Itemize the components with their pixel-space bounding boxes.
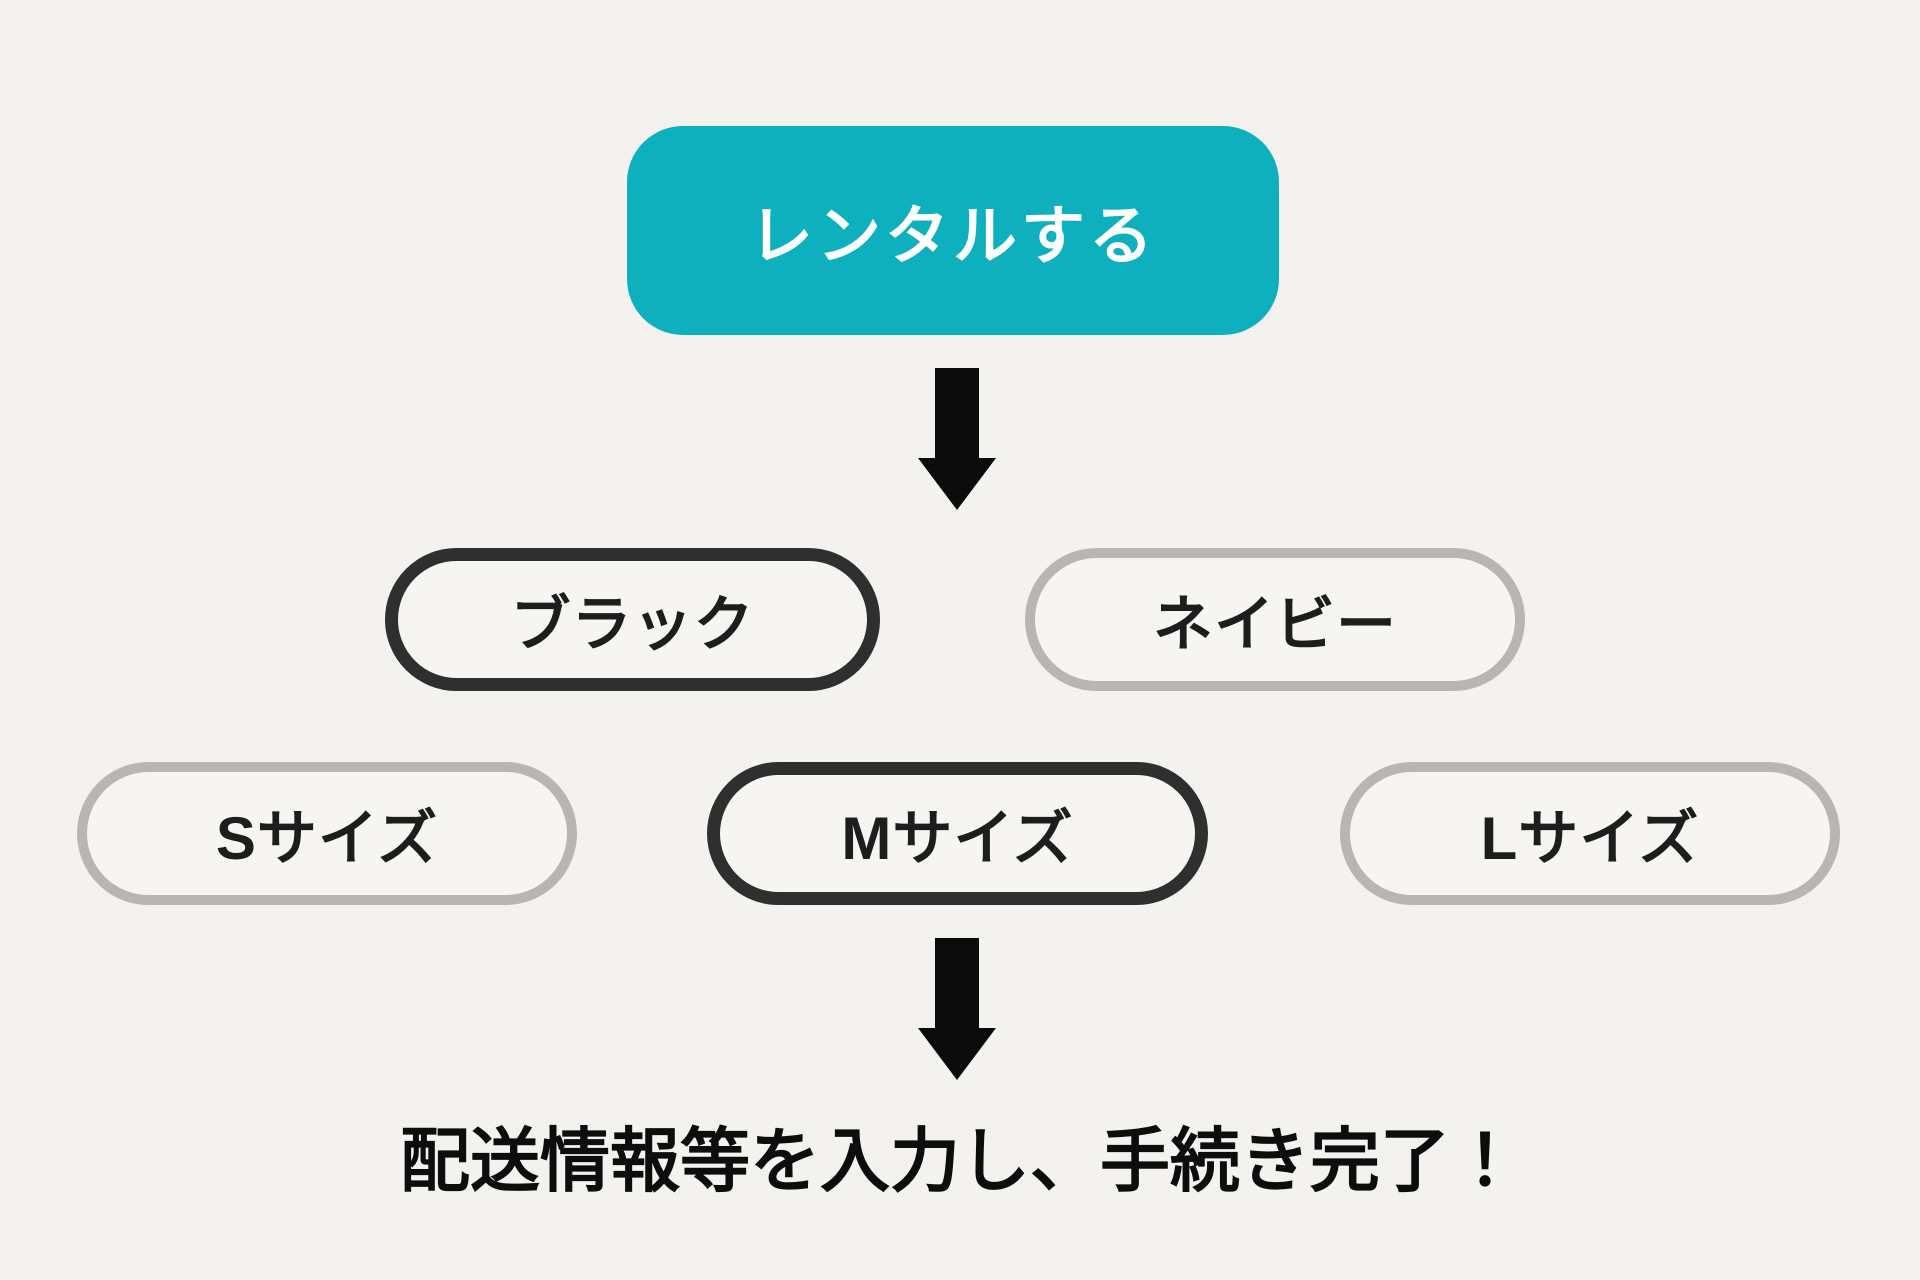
completion-note: 配送情報等を入力し、手続き完了！: [400, 1122, 1520, 1200]
color-option-navy[interactable]: ネイビー: [1025, 548, 1525, 691]
color-option-black[interactable]: ブラック: [385, 548, 880, 691]
rent-button[interactable]: レンタルする: [627, 126, 1279, 335]
color-option-black-label: ブラック: [510, 591, 755, 658]
size-option-l-label: Lサイズ: [1480, 805, 1700, 872]
size-option-s[interactable]: Sサイズ: [77, 762, 577, 905]
size-option-l[interactable]: Lサイズ: [1340, 762, 1840, 905]
size-option-s-label: Sサイズ: [215, 805, 439, 872]
size-option-m-label: Mサイズ: [841, 805, 1074, 872]
rent-button-label: レンタルする: [749, 199, 1157, 272]
size-option-m[interactable]: Mサイズ: [707, 762, 1208, 905]
down-arrow-icon: [918, 368, 996, 510]
color-option-navy-label: ネイビー: [1153, 591, 1397, 658]
down-arrow-icon: [918, 938, 996, 1080]
